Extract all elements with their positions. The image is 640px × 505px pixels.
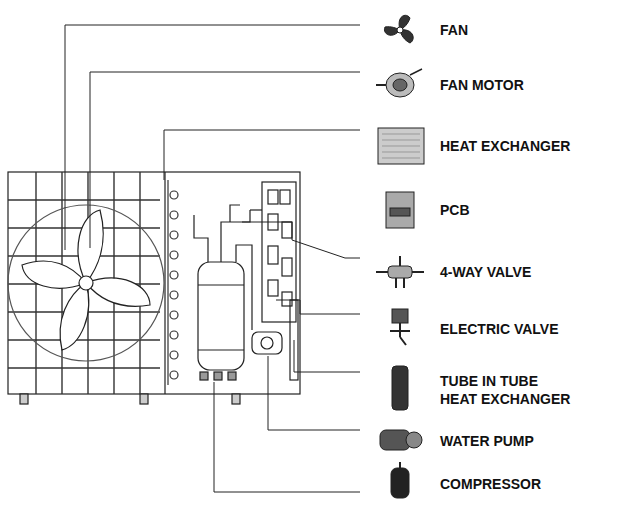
part-icons	[376, 15, 424, 498]
part-label: TUBE IN TUBE HEAT EXCHANGER	[440, 372, 576, 408]
part-label: ELECTRIC VALVE	[440, 320, 559, 338]
outdoor-unit	[8, 172, 300, 404]
part-label: PCB	[440, 201, 470, 219]
part-label: FAN	[440, 21, 468, 39]
part-label: FAN MOTOR	[440, 76, 524, 94]
part-label: 4-WAY VALVE	[440, 263, 531, 281]
part-label: HEAT EXCHANGER	[440, 137, 570, 155]
leader-lines	[65, 25, 360, 492]
part-label: COMPRESSOR	[440, 475, 541, 493]
part-label: WATER PUMP	[440, 432, 534, 450]
